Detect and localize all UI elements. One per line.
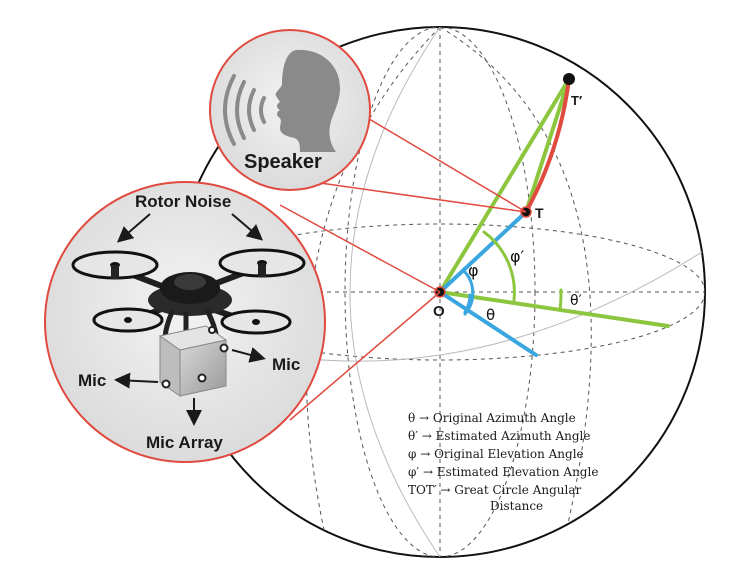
speaker-head-icon	[275, 49, 340, 153]
meridian-dashed-2	[439, 27, 592, 557]
phi-angle-arc	[461, 268, 475, 316]
mic-left-arrow	[114, 372, 159, 389]
original-direction-line	[438, 210, 528, 294]
point-o-label: O	[433, 303, 445, 320]
legend-item-theta-prime: θ′ → Estimated Azimuth Angle	[408, 429, 590, 443]
sound-waves-icon	[223, 74, 266, 146]
estimated-direction-line	[438, 77, 571, 294]
legend-item-theta: θ → Original Azimuth Angle	[408, 411, 576, 425]
rotor-front-right	[218, 248, 306, 278]
meridian-dashed-3	[305, 27, 441, 557]
phi-prime-angle-arc	[482, 230, 516, 302]
mic-dot-3	[197, 373, 207, 383]
legend-item-tot-prime-cont: Distance	[490, 499, 543, 513]
speaker-bubble: Speaker	[209, 29, 371, 191]
rotor-back-right	[220, 309, 292, 335]
phi-label: φ	[468, 261, 479, 280]
theta-label: θ	[486, 306, 495, 324]
rotor-front-left	[71, 250, 159, 280]
mic-right-arrow	[231, 347, 266, 363]
legend-item-phi-prime: φ′ → Estimated Elevation Angle	[408, 465, 598, 479]
speaker-label: Speaker	[244, 151, 322, 173]
vectors	[434, 73, 670, 357]
rotor-noise-label: Rotor Noise	[135, 192, 231, 211]
estimated-azimuth-line	[438, 290, 670, 328]
estimated-projection-line	[524, 77, 571, 214]
point-t-label: T	[535, 205, 544, 221]
legend-item-phi: φ → Original Elevation Angle	[408, 447, 584, 461]
mic-array-label: Mic Array	[146, 433, 223, 452]
rotor-noise-arrow-left	[116, 213, 151, 243]
mic-dot-1	[219, 343, 229, 353]
mic-dot-2	[161, 379, 171, 389]
phi-prime-label: φ′	[510, 247, 525, 266]
mic-left-label: Mic	[78, 371, 106, 390]
legend-item-tot-prime: TOT′ → Great Circle Angular	[408, 483, 581, 497]
mic-dot-4	[208, 326, 216, 334]
great-circle-arc	[524, 77, 571, 214]
rotor-noise-arrow-right	[231, 213, 264, 241]
point-t-prime-label: T′	[571, 93, 582, 108]
theta-prime-angle-arc	[558, 288, 563, 312]
mic-right-label: Mic	[272, 355, 300, 374]
drone-icon	[71, 248, 306, 359]
theta-prime-label: θ′	[570, 293, 582, 309]
mic-array-box	[158, 325, 229, 397]
original-azimuth-line	[438, 290, 538, 357]
theta-angle-arc	[463, 293, 472, 314]
meridian-solid	[349, 27, 441, 557]
rotor-back-left	[92, 307, 164, 333]
point-t-prime-dot	[563, 73, 575, 85]
drone-bubble: Rotor Noise	[44, 181, 326, 463]
legend: θ → Original Azimuth Angle θ′ → Estimate…	[408, 411, 598, 513]
